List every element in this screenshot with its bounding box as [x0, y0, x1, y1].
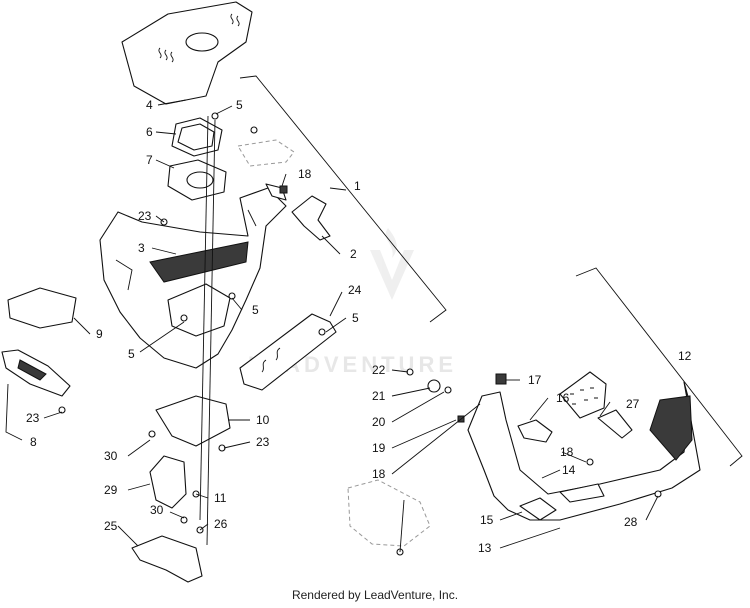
part-7-gasket [167, 159, 227, 201]
callout-6: 6 [146, 125, 153, 139]
callout-15: 15 [480, 513, 494, 527]
part-27-grille [559, 371, 633, 439]
leader-lines [5, 99, 659, 553]
callout-13: 13 [478, 541, 492, 555]
callout-21: 21 [372, 389, 386, 403]
watermark-logo [370, 228, 414, 300]
fasteners-right [396, 368, 662, 556]
callout-5c: 5 [352, 311, 359, 325]
callout-4: 4 [146, 98, 153, 112]
part-12-group-bracket [575, 267, 743, 467]
alignment-lines [199, 115, 216, 546]
part-16-handle [517, 419, 553, 443]
callout-3: 3 [138, 241, 145, 255]
ghost-bracket [347, 479, 431, 547]
callout-26: 26 [214, 517, 228, 531]
callout-19: 19 [372, 441, 386, 455]
footer-credit: Rendered by LeadVenture, Inc. [291, 588, 459, 602]
callout-22: 22 [372, 363, 386, 377]
callout-30b: 30 [150, 503, 164, 517]
part-6-gasket [171, 117, 223, 157]
part-29-bracket [149, 455, 187, 509]
callout-10: 10 [256, 413, 270, 427]
callout-9: 9 [96, 327, 103, 341]
callout-2: 2 [350, 247, 357, 261]
part-2-grab-handle [291, 195, 331, 241]
callout-20: 20 [372, 415, 386, 429]
callout-23b: 23 [26, 411, 40, 425]
part-24-heat-panel [239, 313, 337, 391]
part-25-lower-bracket [131, 535, 203, 583]
callout-23c: 23 [256, 435, 270, 449]
callout-27: 27 [626, 397, 640, 411]
callout-labels: 1 2 3 4 5 5 5 5 6 7 8 9 10 11 12 13 14 1… [26, 98, 692, 555]
part-13-front-bumper [467, 381, 701, 521]
callout-18a: 18 [298, 167, 312, 181]
part-4-heat-shield [121, 1, 253, 105]
part-1-belly-pan-assembly [99, 183, 287, 369]
callout-30a: 30 [104, 449, 118, 463]
callout-8: 8 [30, 435, 37, 449]
callout-25: 25 [104, 519, 118, 533]
callout-23a: 23 [138, 209, 152, 223]
callout-17: 17 [528, 373, 542, 387]
part-8-side-trim [1, 349, 71, 397]
callout-24: 24 [348, 283, 362, 297]
callout-28: 28 [624, 515, 638, 529]
callout-7: 7 [146, 153, 153, 167]
callout-18c: 18 [560, 445, 574, 459]
upper-bracket [237, 126, 295, 167]
callout-29: 29 [104, 483, 118, 497]
callout-5d: 5 [128, 347, 135, 361]
callout-5a: 5 [236, 98, 243, 112]
part-1-group-bracket [239, 75, 447, 323]
part-9-side-panel [7, 287, 77, 329]
callout-14: 14 [562, 463, 576, 477]
callout-18b: 18 [372, 467, 386, 481]
callout-5b: 5 [252, 303, 259, 317]
callout-16: 16 [556, 391, 570, 405]
callout-12: 12 [678, 349, 692, 363]
callout-1: 1 [354, 179, 361, 193]
callout-11: 11 [214, 491, 227, 505]
part-10-skid-plate [155, 395, 231, 447]
